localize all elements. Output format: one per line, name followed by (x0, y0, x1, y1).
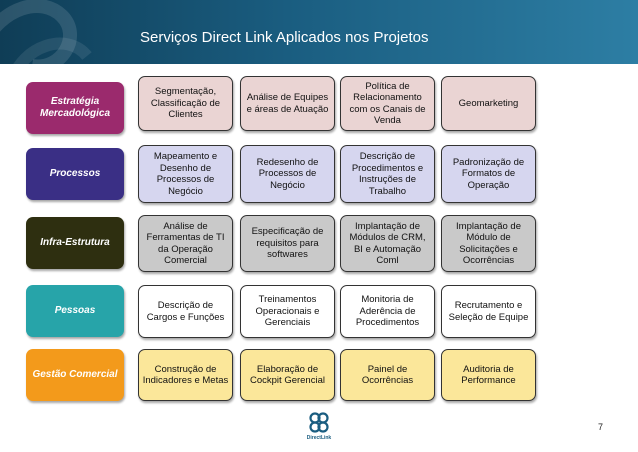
cell-descricao-procedimentos: Descrição de Procedimentos e Instruções … (340, 145, 435, 203)
cell-descricao-cargos: Descrição de Cargos e Funções (138, 285, 233, 338)
cell-painel-ocorrencias: Painel de Ocorrências (340, 349, 435, 401)
cell-implantacao-crm: Implantação de Módulos de CRM, BI e Auto… (340, 215, 435, 272)
cell-padronizacao: Padronização de Formatos de Operação (441, 145, 536, 203)
cell-redesenho: Redesenho de Processos de Negócio (240, 145, 335, 203)
directlink-logo-icon (309, 412, 329, 433)
cell-implantacao-solicitacoes: Implantação de Módulo de Solicitações e … (441, 215, 536, 272)
page-title: Serviços Direct Link Aplicados nos Proje… (140, 29, 429, 46)
footer-logo: DirectLink (296, 412, 342, 446)
directlink-watermark-icon (0, 0, 92, 64)
header-banner: Serviços Direct Link Aplicados nos Proje… (0, 0, 638, 64)
page-number: 7 (598, 422, 604, 432)
cell-politica-relacionamento: Política de Relacionamento com os Canais… (340, 76, 435, 131)
row-label-infra: Infra-Estrutura (26, 217, 124, 269)
logo-text: DirectLink (306, 435, 332, 441)
cell-treinamentos: Treinamentos Operacionais e Gerenciais (240, 285, 335, 338)
row-label-estrategia: Estratégia Mercadológica (26, 82, 124, 134)
cell-segmentacao: Segmentação, Classificação de Clientes (138, 76, 233, 131)
row-label-gestao: Gestão Comercial (26, 349, 124, 401)
cell-mapeamento: Mapeamento e Desenho de Processos de Neg… (138, 145, 233, 203)
cell-elaboracao-cockpit: Elaboração de Cockpit Gerencial (240, 349, 335, 401)
cell-monitoria: Monitoria de Aderência de Procedimentos (340, 285, 435, 338)
row-label-pessoas: Pessoas (26, 285, 124, 337)
cell-construcao-indicadores: Construção de Indicadores e Metas (138, 349, 233, 401)
cell-geomarketing: Geomarketing (441, 76, 536, 131)
cell-analise-equipes: Análise de Equipes e áreas de Atuação (240, 76, 335, 131)
cell-especificacao: Especificação de requisitos para softwar… (240, 215, 335, 272)
cell-recrutamento: Recrutamento e Seleção de Equipe (441, 285, 536, 338)
cell-auditoria: Auditoria de Performance (441, 349, 536, 401)
row-label-processos: Processos (26, 148, 124, 200)
cell-analise-ferramentas: Análise de Ferramentas de TI da Operação… (138, 215, 233, 272)
